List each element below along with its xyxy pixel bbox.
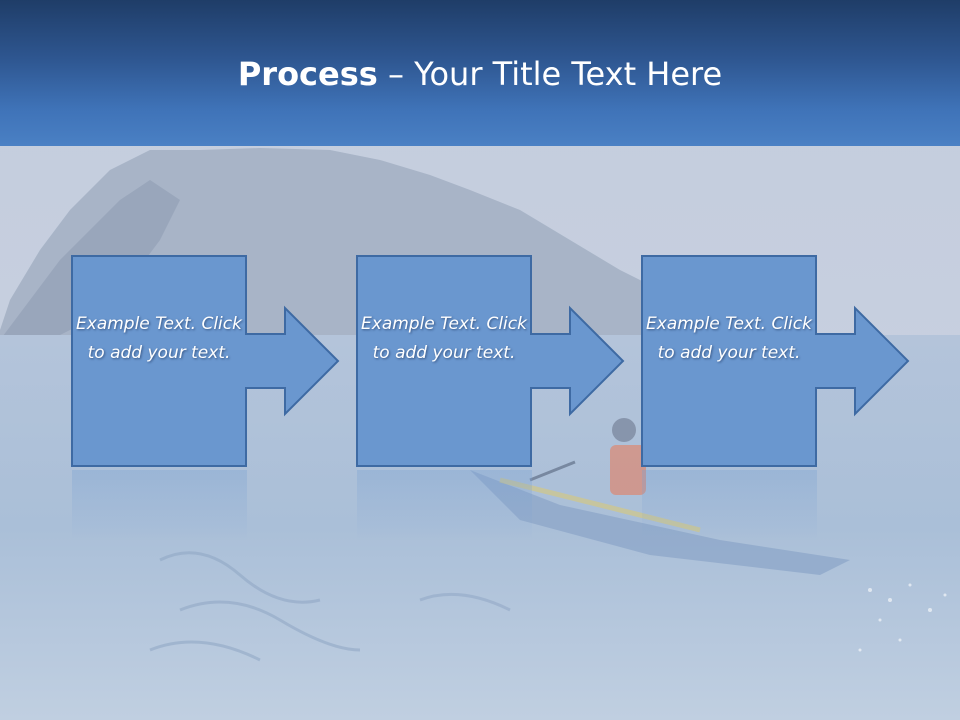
- right-arrow-shape: [71, 255, 340, 467]
- process-step-3[interactable]: Example Text. Click to add your text.: [641, 255, 912, 468]
- step-label[interactable]: Example Text. Click to add your text.: [646, 314, 812, 363]
- step-reflection: [642, 470, 817, 540]
- step-reflection: [357, 470, 532, 540]
- process-step-1[interactable]: Example Text. Click to add your text.: [71, 255, 342, 468]
- right-arrow-shape: [641, 255, 910, 467]
- slide-title[interactable]: Process – Your Title Text Here: [0, 54, 960, 94]
- title-bold: Process: [237, 55, 378, 93]
- step-reflection: [72, 470, 247, 540]
- title-rest: – Your Title Text Here: [377, 55, 723, 93]
- step-label[interactable]: Example Text. Click to add your text.: [76, 314, 242, 363]
- title-band: Process – Your Title Text Here: [0, 0, 960, 146]
- step-label[interactable]: Example Text. Click to add your text.: [361, 314, 527, 363]
- right-arrow-shape: [356, 255, 625, 467]
- process-step-2[interactable]: Example Text. Click to add your text.: [356, 255, 627, 468]
